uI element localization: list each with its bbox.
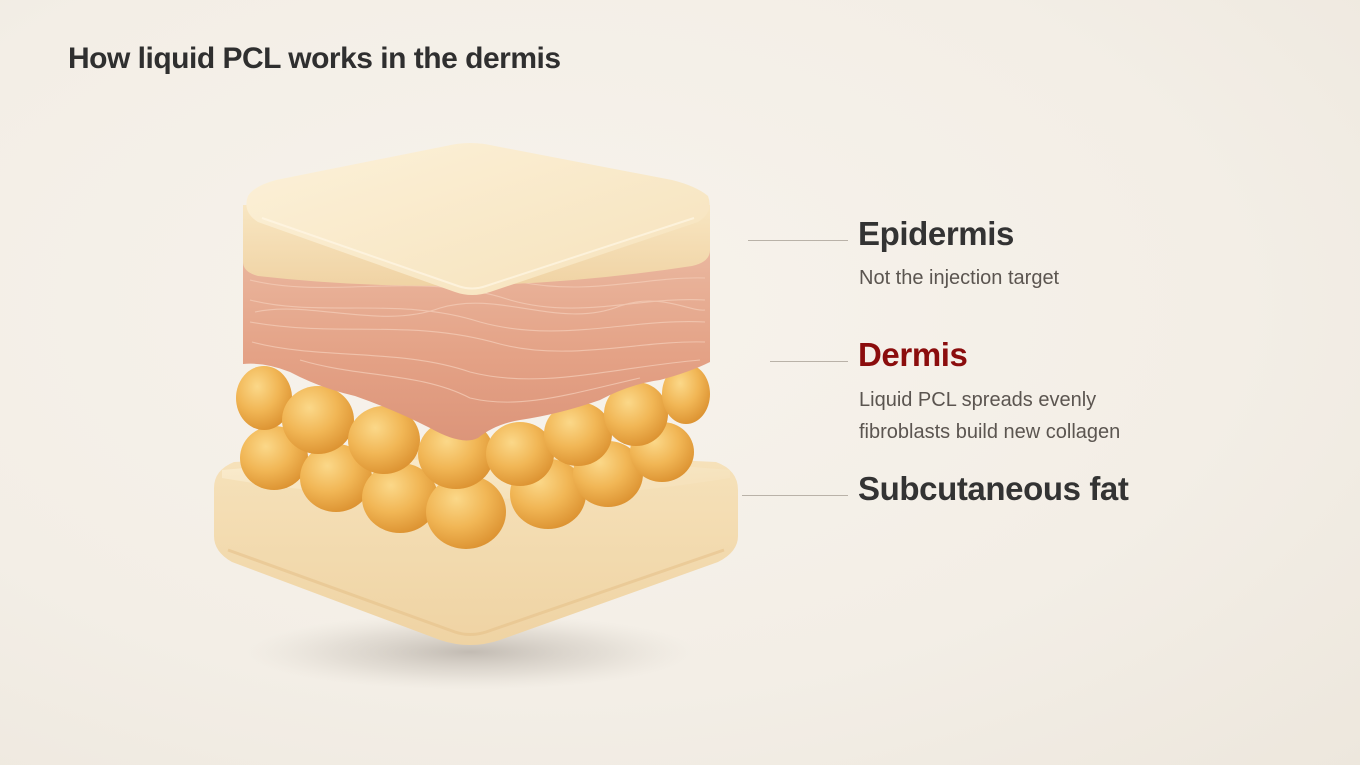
dermis-leader-line — [770, 361, 848, 362]
dermis-description-line-1: Liquid PCL spreads evenly — [859, 389, 1097, 411]
epidermis-heading: Epidermis — [858, 215, 1014, 252]
epidermis-description: Not the injection target — [859, 267, 1060, 289]
epidermis-leader-line — [748, 240, 848, 241]
dermis-heading: Dermis — [858, 336, 968, 373]
fat-cell-cluster — [236, 364, 710, 549]
fat-leader-line — [742, 495, 848, 496]
page-title: How liquid PCL works in the dermis — [68, 42, 561, 75]
dermis-description-line-2: fibroblasts build new collagen — [859, 421, 1121, 443]
subcutaneous-fat-heading: Subcutaneous fat — [858, 470, 1129, 507]
